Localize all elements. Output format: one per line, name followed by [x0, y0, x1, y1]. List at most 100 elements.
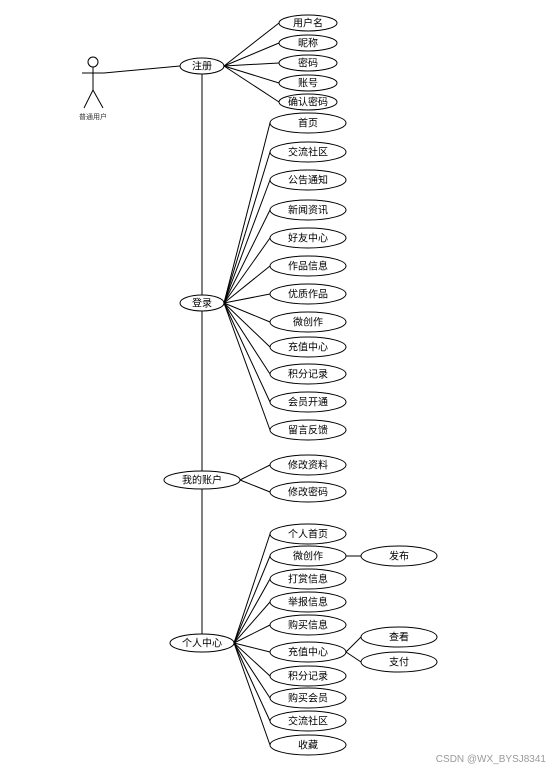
uc-login-child-label: 新闻资讯	[288, 204, 328, 217]
actor-left-leg	[83, 89, 94, 109]
connector-register-4	[223, 65, 280, 103]
connector-account-0	[239, 464, 271, 481]
connector-personal-3	[233, 601, 271, 644]
uc-login-child-shape	[269, 283, 347, 305]
uc-login-child[interactable]: 新闻资讯	[269, 199, 347, 221]
uc-personal-child-label: 购买信息	[288, 619, 328, 632]
uc-login-child[interactable]: 微创作	[269, 311, 347, 333]
uc-register-child[interactable]: 昵称	[278, 34, 338, 52]
uc-recharge-sub[interactable]: 支付	[360, 651, 438, 673]
uc-login-child[interactable]: 会员开通	[269, 391, 347, 413]
uc-register-child[interactable]: 确认密码	[278, 93, 338, 111]
uc-account-child[interactable]: 修改资料	[269, 454, 347, 476]
uc-login-child[interactable]: 好友中心	[269, 227, 347, 249]
connector-personal-5	[233, 642, 271, 653]
uc-login-child-label: 好友中心	[288, 232, 328, 245]
uc-personal-child[interactable]: 打赏信息	[269, 568, 347, 590]
connector-login-4	[223, 237, 271, 304]
uc-personal-child[interactable]: 微创作	[269, 545, 347, 567]
uc-login-child-shape	[269, 169, 347, 191]
uc-login-child-label: 作品信息	[288, 260, 328, 273]
uc-personal-child-label: 交流社区	[288, 715, 328, 728]
uc-personal-center-shape	[169, 633, 235, 653]
connector-register-3	[223, 65, 280, 84]
uc-personal-child-shape	[269, 710, 347, 732]
uc-register-shape	[179, 57, 225, 75]
uc-register-child-shape	[278, 54, 338, 72]
uc-personal-child-label: 举报信息	[288, 596, 328, 609]
uc-login-child[interactable]: 作品信息	[269, 255, 347, 277]
connector-login-1	[223, 151, 271, 304]
uc-personal-center[interactable]: 个人中心	[169, 633, 235, 653]
uc-login-child-shape	[269, 255, 347, 277]
uc-login-child[interactable]: 优质作品	[269, 283, 347, 305]
uc-login-child-shape	[269, 419, 347, 441]
uc-login-child[interactable]: 充值中心	[269, 336, 347, 358]
uc-login-child[interactable]: 留言反馈	[269, 419, 347, 441]
uc-account[interactable]: 我的账户	[163, 470, 241, 490]
uc-account-child-label: 修改密码	[288, 486, 328, 499]
uc-register-child[interactable]: 用户名	[278, 14, 338, 32]
uc-personal-child-shape	[269, 545, 347, 567]
uc-login-child[interactable]: 交流社区	[269, 141, 347, 163]
uc-personal-child[interactable]: 积分记录	[269, 665, 347, 687]
uc-personal-child-shape	[269, 665, 347, 687]
uc-personal-child-label: 个人首页	[288, 528, 328, 541]
uc-register-label: 注册	[192, 60, 212, 73]
connector-personal-0	[233, 533, 271, 644]
connector-login-6	[223, 293, 271, 304]
uc-personal-child-label: 打赏信息	[288, 573, 328, 586]
uc-login-child-shape	[269, 141, 347, 163]
connector-login-8	[223, 302, 271, 348]
actor-label: 普通用户	[79, 112, 107, 121]
uc-login-child-label: 充值中心	[288, 341, 328, 354]
uc-recharge-sub-shape	[360, 626, 438, 648]
uc-personal-child-shape	[269, 614, 347, 636]
uc-personal-child[interactable]: 收藏	[269, 734, 347, 756]
uc-personal-child-label: 微创作	[293, 550, 323, 563]
uc-register-child-label: 用户名	[293, 17, 323, 30]
connector-register-1	[223, 42, 280, 67]
uc-personal-child[interactable]: 购买信息	[269, 614, 347, 636]
uc-personal-child[interactable]: 购买会员	[269, 687, 347, 709]
uc-register-child-label: 昵称	[298, 37, 318, 50]
uc-personal-child-shape	[269, 591, 347, 613]
uc-login-child[interactable]: 公告通知	[269, 169, 347, 191]
uc-personal-child[interactable]: 交流社区	[269, 710, 347, 732]
uc-recharge-sub-shape	[360, 651, 438, 673]
connector-personal-7	[233, 642, 271, 699]
uc-login-child-label: 微创作	[293, 316, 323, 329]
uc-recharge-sub[interactable]: 查看	[360, 626, 438, 648]
uc-account-shape	[163, 470, 241, 490]
uc-register[interactable]: 注册	[179, 57, 225, 75]
uc-personal-child[interactable]: 个人首页	[269, 523, 347, 545]
connector-account-1	[239, 479, 271, 493]
uc-personal-child-shape	[269, 734, 347, 756]
uc-login[interactable]: 登录	[179, 294, 225, 312]
uc-personal-child-shape	[269, 641, 347, 663]
connector-register-2	[223, 62, 280, 67]
uc-personal-child[interactable]: 充值中心	[269, 641, 347, 663]
uc-personal-child[interactable]: 举报信息	[269, 591, 347, 613]
uc-login-child[interactable]: 首页	[269, 112, 347, 134]
uc-personal-child-label: 充值中心	[288, 646, 328, 659]
uc-register-child[interactable]: 账号	[278, 74, 338, 92]
connector-personal-9	[233, 642, 271, 746]
uc-register-child[interactable]: 密码	[278, 54, 338, 72]
uc-login-child[interactable]: 积分记录	[269, 363, 347, 385]
uc-login-child-shape	[269, 391, 347, 413]
actor-right-leg	[92, 89, 104, 109]
connector-login-2	[223, 179, 271, 304]
connector-lines	[103, 22, 362, 746]
uc-personal-child-shape	[269, 687, 347, 709]
connector-personal-4	[233, 624, 271, 644]
uc-login-child-label: 交流社区	[288, 146, 328, 159]
uc-login-child-label: 优质作品	[288, 288, 328, 301]
uc-account-child-label: 修改资料	[288, 459, 328, 472]
use-case-nodes: 用户名昵称密码账号确认密码首页交流社区公告通知新闻资讯好友中心作品信息优质作品微…	[163, 14, 438, 756]
uc-account-child[interactable]: 修改密码	[269, 481, 347, 503]
connector-login-9	[223, 302, 271, 375]
uc-publish[interactable]: 发布	[360, 545, 438, 567]
uc-register-child-shape	[278, 14, 338, 32]
